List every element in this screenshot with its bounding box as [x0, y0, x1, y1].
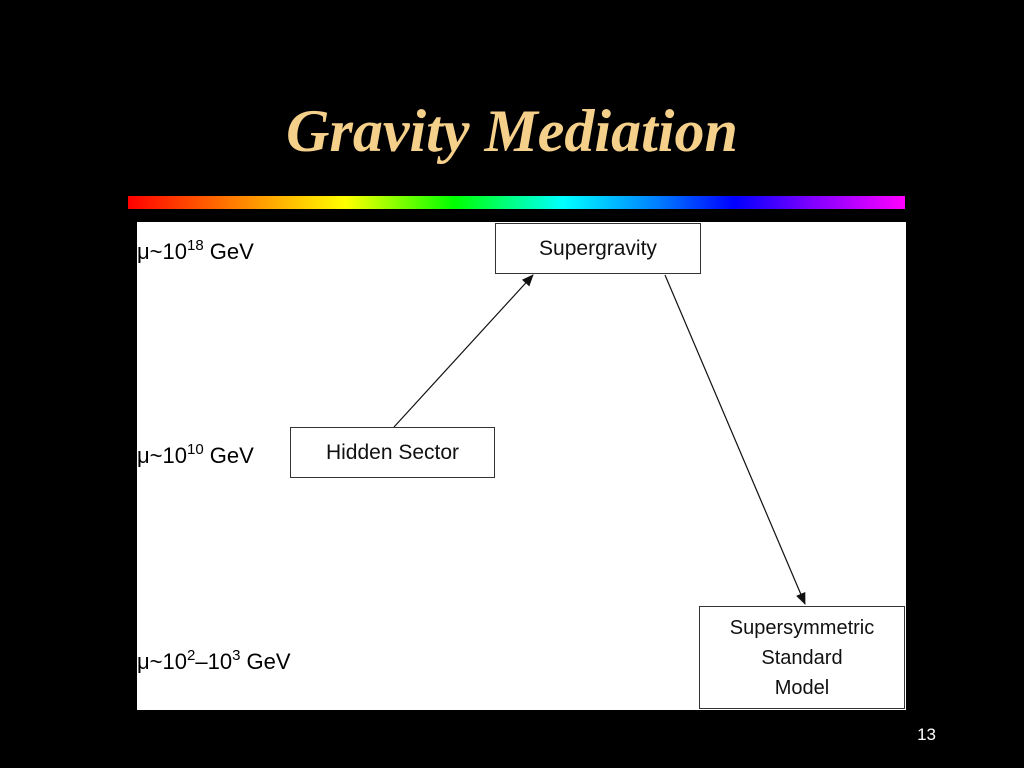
energy-scale-weak: μ~102–103 GeV [137, 647, 291, 674]
node-label: Hidden Sector [325, 440, 460, 464]
node-label-line-1: Supersymmetric [729, 616, 875, 639]
node-hidden-sector: Hidden Sector [290, 427, 495, 478]
diagram-edges [393, 274, 806, 605]
diagram-panel: μ~1018 GeV μ~1010 GeV μ~102–103 GeV Supe… [137, 222, 906, 710]
energy-scale-planck: μ~1018 GeV [137, 237, 254, 264]
node-supergravity: Supergravity [495, 223, 701, 274]
edge-supergravity-to-ssm [664, 274, 806, 605]
page-number: 13 [917, 725, 936, 744]
energy-scale-hidden: μ~1010 GeV [137, 441, 254, 468]
node-supersymmetric-standard-model: Supersymmetric Standard Model [699, 606, 905, 709]
node-label: Supergravity [539, 236, 657, 260]
edge-hidden-to-supergravity [393, 274, 534, 428]
rainbow-divider [128, 196, 905, 209]
node-label-line-2: Standard [761, 646, 843, 669]
slide-title: Gravity Mediation [286, 98, 738, 164]
node-label-line-3: Model [774, 676, 830, 699]
